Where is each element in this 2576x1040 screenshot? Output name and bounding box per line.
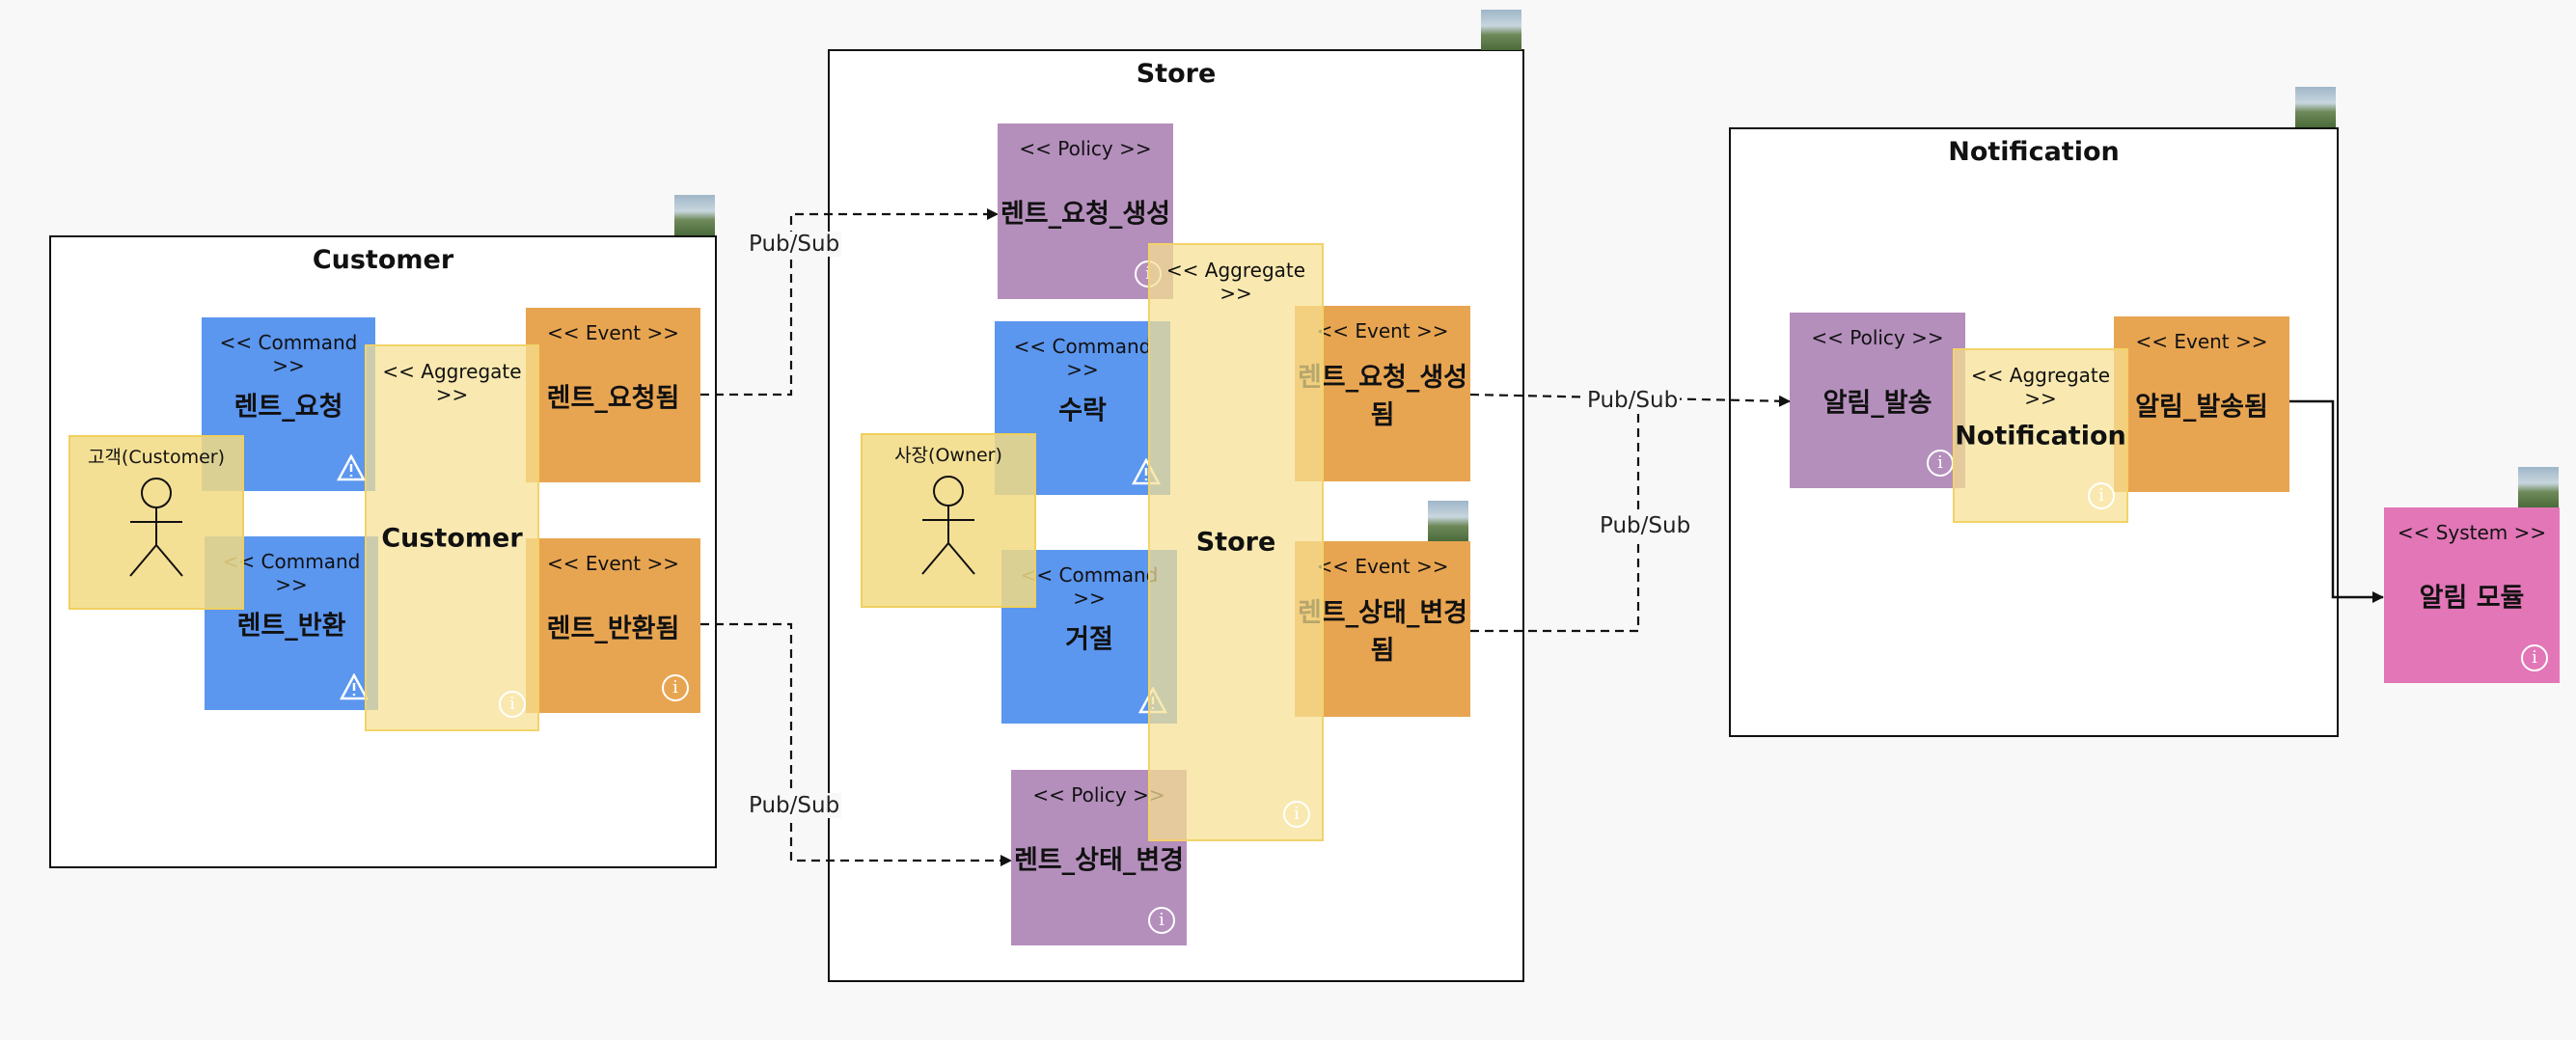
policy-stereotype: << Policy >> [1019,137,1152,160]
event-name: 알림_발송됨 [2135,392,2268,423]
customer-context-title: Customer [312,245,454,275]
actor-figure-icon [921,476,975,575]
actor-customer[interactable]: 고객(Customer) [69,435,244,610]
event-rent-requested[interactable]: << Event >> 렌트_요청됨 [526,308,700,482]
event-stereotype: << Event >> [1316,555,1449,578]
system-image-icon [2518,467,2559,507]
system-name: 알림 모듈 [2419,583,2525,614]
aggregate-name: Notification [1955,421,2126,451]
policy-name: 렌트_상태_변경 [1013,845,1185,876]
info-icon: i [2521,644,2548,671]
command-rent-return[interactable]: << Command >> 렌트_반환 [205,536,378,710]
info-icon: i [2088,482,2115,509]
policy-rent-request-create[interactable]: << Policy >> 렌트_요청_생성 i [998,123,1173,299]
command-name: 수락 [1058,396,1107,426]
system-stereotype: << System >> [2397,521,2547,544]
policy-stereotype: << Policy >> [1032,783,1165,807]
notification-context-title: Notification [1948,137,2120,167]
policy-stereotype: << Policy >> [1811,326,1944,349]
actor-label: 고객(Customer) [87,447,226,468]
aggregate-store[interactable]: << Aggregate >> Store i [1148,243,1324,841]
command-stereotype: << Command >> [222,550,361,596]
pubsub-label-2: Pub/Sub [747,793,842,818]
store-context-title: Store [1136,59,1217,89]
customer-context-image-icon [674,195,715,235]
event-stereotype: << Event >> [546,321,680,344]
pubsub-label-4: Pub/Sub [1598,513,1693,538]
policy-name: 알림_발송 [1822,388,1932,419]
link-sent-to-system [2288,399,2384,603]
actor-label: 사장(Owner) [894,445,1002,466]
event-stereotype: << Event >> [546,552,680,575]
warning-icon [337,454,366,481]
system-notification-module[interactable]: << System >> 알림 모듈 i [2384,507,2560,683]
info-icon: i [499,691,526,718]
info-icon: i [1927,450,1954,477]
actor-figure-icon [129,478,183,577]
warning-icon [340,673,369,700]
notification-context-image-icon [2295,87,2336,127]
event-rent-request-created[interactable]: << Event >> 렌트_요청_생성됨 [1295,306,1470,481]
event-name: 렌트_요청_생성됨 [1297,363,1468,430]
aggregate-stereotype: << Aggregate >> [382,360,522,406]
event-rent-returned[interactable]: << Event >> 렌트_반환됨 i [526,538,700,713]
pubsub-label-3: Pub/Sub [1585,388,1681,413]
link-status-changed-to-policy-send [1470,401,1640,633]
pubsub-label-1: Pub/Sub [747,232,842,257]
aggregate-notification[interactable]: << Aggregate >> Notification i [1953,348,2128,523]
link-requested-to-policy-create [700,208,999,397]
aggregate-stereotype: << Aggregate >> [1970,364,2111,410]
event-name: 렌트_요청됨 [546,383,680,413]
aggregate-stereotype: << Aggregate >> [1165,259,1306,305]
link-returned-to-policy-status [700,622,1012,866]
command-name: 렌트_반환 [236,611,346,642]
event-notification-sent[interactable]: << Event >> 알림_발송됨 [2114,316,2289,492]
store-context-image-icon [1481,10,1521,50]
event-image-icon [1428,501,1468,541]
info-icon: i [1148,907,1175,934]
event-rent-status-changed[interactable]: << Event >> 렌트_상태_변경됨 [1295,541,1470,717]
command-stereotype: << Command >> [1020,563,1159,610]
command-name: 렌트_요청 [233,392,343,423]
command-name: 거절 [1065,624,1113,655]
event-stereotype: << Event >> [1316,319,1449,342]
event-stereotype: << Event >> [2135,330,2268,353]
aggregate-name: Store [1195,527,1276,558]
policy-name: 렌트_요청_생성 [1000,199,1171,230]
command-stereotype: << Command >> [1013,335,1152,381]
event-name: 렌트_반환됨 [546,614,680,643]
info-icon: i [662,674,689,701]
policy-notification-send[interactable]: << Policy >> 알림_발송 i [1790,313,1965,488]
aggregate-customer[interactable]: << Aggregate >> Customer i [365,344,539,731]
event-name: 렌트_상태_변경됨 [1297,598,1468,666]
aggregate-name: Customer [381,523,523,553]
actor-owner[interactable]: 사장(Owner) [861,433,1036,608]
info-icon: i [1283,801,1310,828]
command-rent-request[interactable]: << Command >> 렌트_요청 [202,317,375,491]
command-stereotype: << Command >> [219,331,358,377]
command-accept[interactable]: << Command >> 수락 [995,321,1170,495]
